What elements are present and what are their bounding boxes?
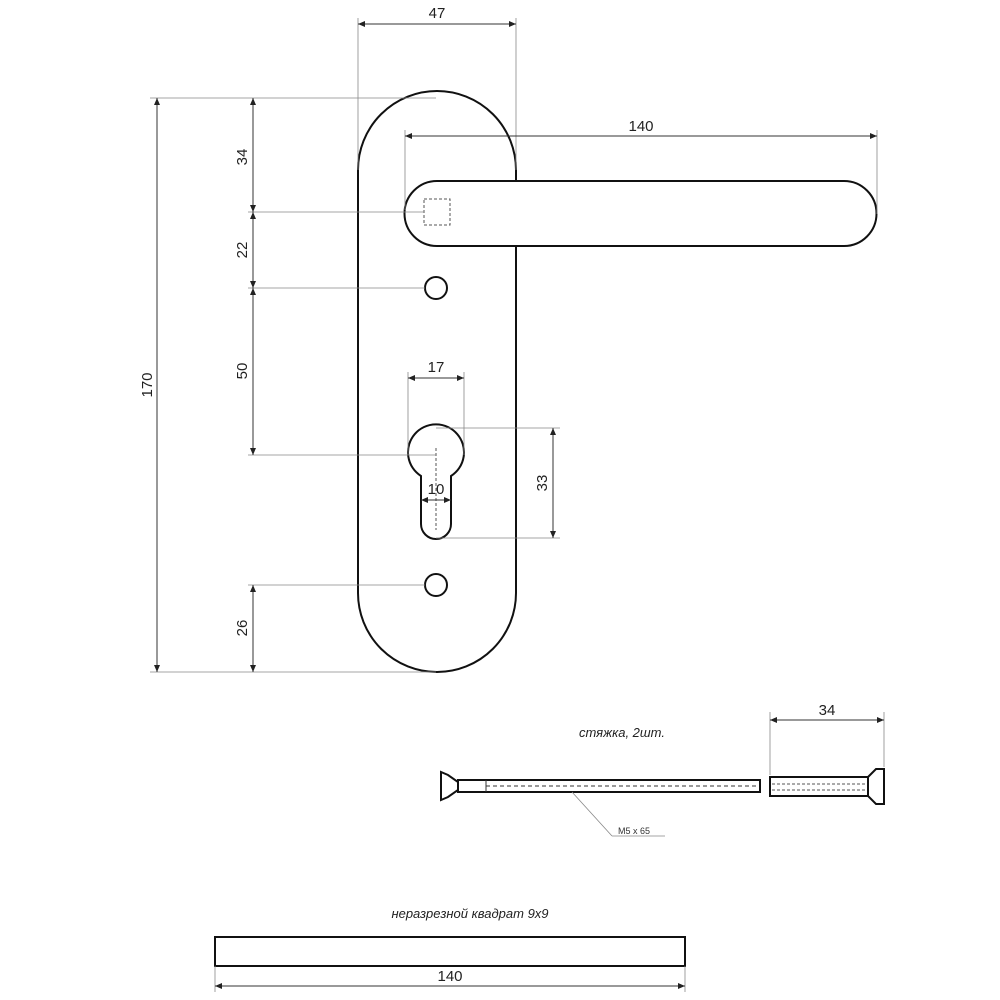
dim-label-33: 33 — [534, 475, 551, 492]
dim-cylinder-narrow: 10 — [421, 481, 451, 503]
screw-spec-callout: M5 x 65 — [571, 791, 665, 837]
screw-hole-top — [424, 276, 448, 300]
tie-rod-screw — [440, 770, 761, 802]
dim-total-height: 170 — [139, 97, 436, 673]
dim-label-17: 17 — [428, 359, 445, 376]
dim-label-47: 47 — [429, 5, 446, 22]
dim-cylinder-width: 17 — [407, 359, 465, 455]
dim-label-170: 170 — [139, 372, 156, 397]
tie-rod-label: стяжка, 2шт. — [579, 725, 665, 740]
dim-chain-left: 34 22 50 26 — [234, 98, 436, 672]
dim-label-50: 50 — [234, 363, 251, 380]
dim-sleeve-length: 34 — [769, 702, 885, 775]
backplate — [357, 90, 517, 673]
dim-label-10: 10 — [428, 481, 445, 498]
dim-label-22: 22 — [234, 242, 251, 259]
screw-spec-label: M5 x 65 — [618, 826, 650, 836]
tie-rod-sleeve — [769, 768, 885, 805]
dim-label-26: 26 — [234, 620, 251, 637]
screw-hole-bottom — [424, 573, 448, 597]
dim-cylinder-height: 33 — [436, 427, 560, 539]
dim-label-140-spindle: 140 — [437, 968, 462, 985]
dim-handle-length: 140 — [404, 118, 878, 214]
tie-rod-assembly: стяжка, 2шт. 34 M5 x 65 — [440, 702, 885, 837]
dim-label-34-sleeve: 34 — [819, 702, 836, 719]
spindle-assembly: неразрезной квадрат 9х9 140 — [214, 906, 686, 992]
square-spindle — [214, 936, 686, 967]
dim-label-140-handle: 140 — [628, 118, 653, 135]
dim-label-34: 34 — [234, 149, 251, 166]
lever-handle — [403, 180, 878, 247]
dim-plate-width: 47 — [357, 5, 517, 170]
spindle-label: неразрезной квадрат 9х9 — [391, 906, 548, 921]
